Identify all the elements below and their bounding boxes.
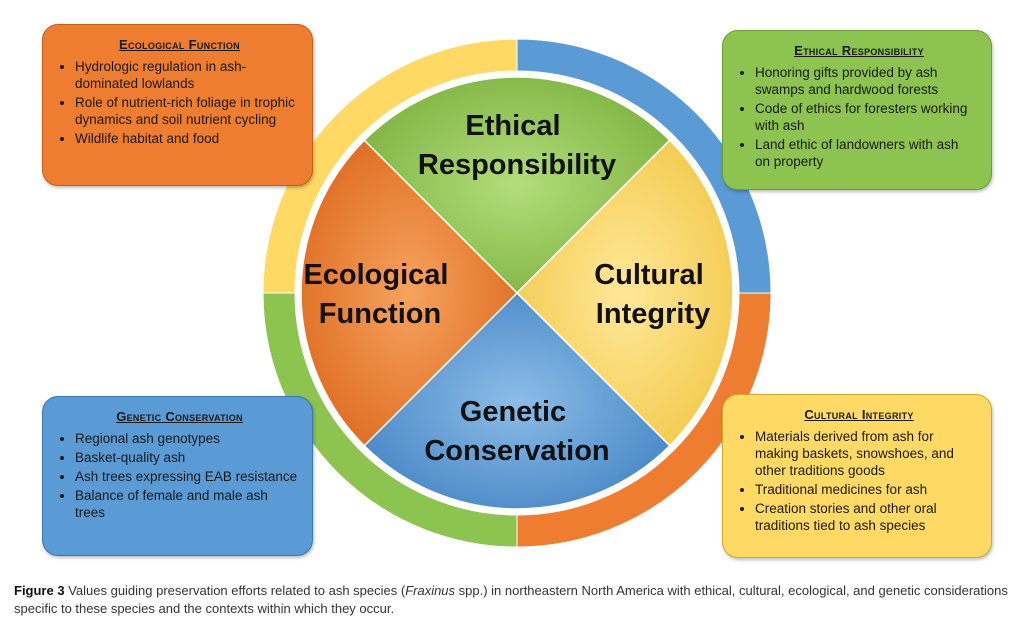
label-genetic: Genetic Conservation (424, 396, 609, 467)
list-item: Wildlife habitat and food (75, 130, 298, 147)
genetic-conservation-list: Regional ash genotypes Basket-quality as… (61, 430, 298, 521)
ecological-function-box: Ecological Function Hydrologic regulatio… (42, 24, 313, 186)
ethical-responsibility-title: Ethical Responsibility (794, 43, 924, 58)
list-item: Creation stories and other oral traditio… (755, 500, 977, 534)
wedge-cultural (515, 139, 734, 447)
genetic-conservation-box: Genetic Conservation Regional ash genoty… (42, 396, 313, 556)
figure-caption: Figure 3 Values guiding preservation eff… (14, 582, 1014, 618)
cultural-integrity-list: Materials derived from ash for making ba… (741, 428, 977, 534)
list-item: Materials derived from ash for making ba… (755, 428, 977, 479)
list-item: Traditional medicines for ash (755, 481, 977, 498)
label-ecological: Ecological Function (303, 259, 456, 330)
label-ethical: Ethical Responsibility (418, 110, 616, 181)
list-item: Honoring gifts provided by ash swamps an… (755, 64, 977, 98)
list-item: Balance of female and male ash trees (75, 487, 298, 521)
caption-text-2: spp.) in northeastern North America with… (14, 583, 1008, 616)
wedge-ecological (300, 139, 519, 447)
list-item: Regional ash genotypes (75, 430, 298, 447)
cultural-integrity-box: Cultural Integrity Materials derived fro… (722, 394, 992, 558)
list-item: Code of ethics for foresters working wit… (755, 100, 977, 134)
cultural-integrity-title: Cultural Integrity (804, 407, 914, 422)
ecological-function-title: Ecological Function (119, 37, 240, 52)
genetic-conservation-title: Genetic Conservation (116, 409, 243, 424)
list-item: Land ethic of landowners with ash on pro… (755, 136, 977, 170)
ecological-function-list: Hydrologic regulation in ash-dominated l… (61, 58, 298, 147)
ethical-responsibility-box: Ethical Responsibility Honoring gifts pr… (722, 30, 992, 190)
list-item: Role of nutrient-rich foliage in trophic… (75, 94, 298, 128)
wedge-genetic (363, 291, 671, 510)
outer-ring (262, 38, 772, 548)
ethical-responsibility-list: Honoring gifts provided by ash swamps an… (741, 64, 977, 170)
list-item: Basket-quality ash (75, 449, 298, 466)
caption-text-1: Values guiding preservation efforts rela… (64, 583, 406, 598)
label-cultural: Cultural Integrity (594, 259, 712, 330)
caption-italic: Fraxinus (405, 583, 456, 598)
list-item: Hydrologic regulation in ash-dominated l… (75, 58, 298, 92)
wedge-labels: Ethical Responsibility Cultural Integrit… (303, 110, 712, 467)
caption-label: Figure 3 (14, 583, 65, 598)
center-wedges (300, 76, 734, 510)
list-item: Ash trees expressing EAB resistance (75, 468, 298, 485)
wedge-ethical (363, 76, 671, 295)
